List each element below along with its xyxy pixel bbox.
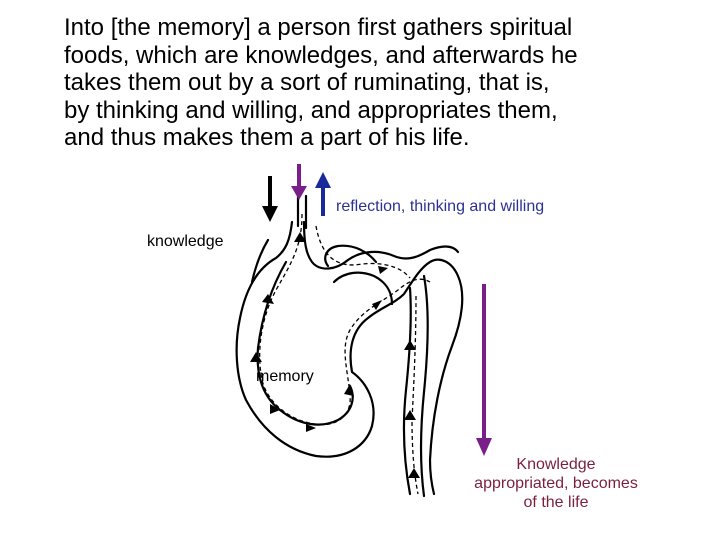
- appropriated-line: appropriated, becomes: [474, 475, 638, 492]
- memory-label: memory: [256, 368, 314, 385]
- quote-line: Into [the memory] a person first gathers…: [64, 14, 573, 41]
- arrow-down-icon: [262, 176, 278, 222]
- reflection-label: reflection, thinking and willing: [336, 198, 545, 215]
- arrow-down-icon: [476, 284, 492, 456]
- flow-arrowheads: [250, 232, 420, 478]
- arrow-down-icon: [291, 164, 307, 200]
- quote-text: Into [the memory] a person first gathers…: [64, 14, 704, 152]
- arrow-up-icon: [315, 172, 331, 216]
- appropriated-label: Knowledge appropriated, becomes of the l…: [452, 455, 660, 512]
- quote-line: by thinking and willing, and appropriate…: [64, 96, 558, 124]
- quote-line: foods, which are knowledges, and afterwa…: [64, 41, 578, 69]
- knowledge-label: knowledge: [147, 233, 224, 250]
- stomach-illustration: [235, 194, 464, 498]
- appropriated-line: of the life: [523, 494, 589, 511]
- appropriated-line: Knowledge: [516, 456, 596, 473]
- quote-line: takes them out by a sort of ruminating, …: [64, 69, 550, 96]
- quote-line: and thus makes them a part of his life.: [64, 124, 470, 151]
